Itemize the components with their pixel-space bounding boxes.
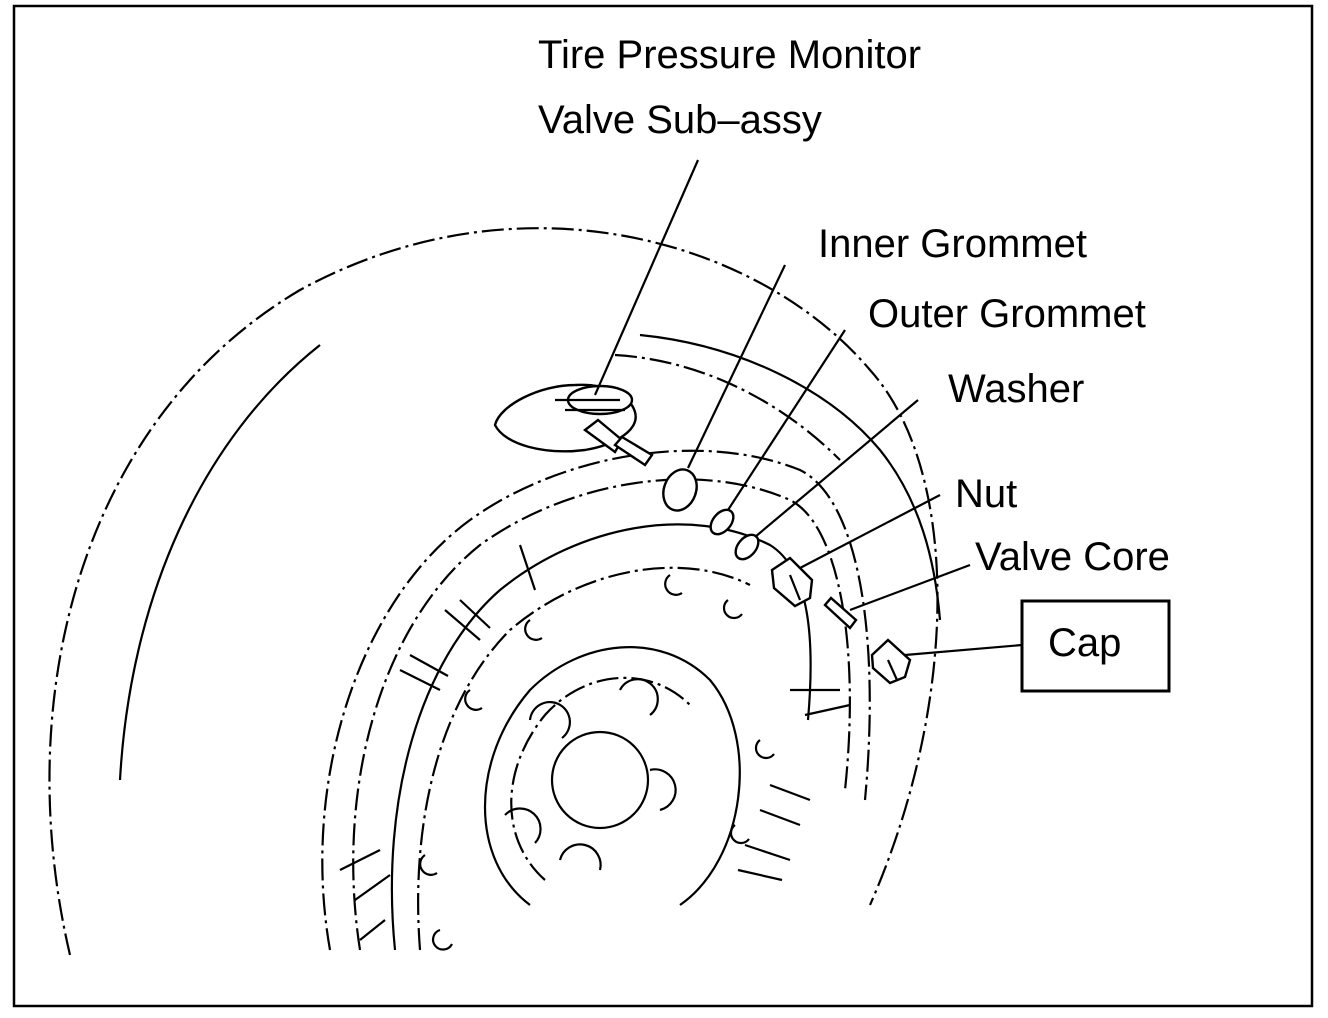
tire-outline xyxy=(48,227,939,956)
tpms-sensor xyxy=(493,383,654,467)
diagram-frame xyxy=(12,4,1314,1008)
wheel-hub xyxy=(484,646,741,906)
tpms-label-line2: Valve Sub–assy xyxy=(538,98,822,142)
valve-core-leader xyxy=(849,563,971,612)
outer-grommet-part xyxy=(709,508,735,536)
tpms-leader xyxy=(593,159,700,396)
cap-part xyxy=(870,638,912,685)
inner-grommet-leader xyxy=(687,264,786,469)
inner-grommet-label: Inner Grommet xyxy=(818,222,1087,266)
cap-leader xyxy=(904,643,1023,657)
outer-grommet-leader xyxy=(727,329,846,511)
valve-core-label: Valve Core xyxy=(975,535,1170,579)
cap-label-box xyxy=(1020,599,1171,693)
nut-leader xyxy=(799,494,941,569)
nut-part xyxy=(770,556,814,608)
rim-ribs xyxy=(339,544,851,941)
tpms-label-line1: Tire Pressure Monitor xyxy=(538,33,921,77)
inner-grommet-part xyxy=(662,468,698,512)
washer-leader xyxy=(754,399,919,538)
valve-core-part xyxy=(823,596,858,630)
nut-label: Nut xyxy=(955,472,1017,516)
washer-label: Washer xyxy=(948,367,1084,411)
wheel-rim xyxy=(321,333,942,951)
leader-lines xyxy=(593,159,1023,657)
outer-grommet-label: Outer Grommet xyxy=(868,292,1146,336)
cap-label: Cap xyxy=(1048,621,1121,665)
bolt-holes xyxy=(419,574,775,951)
